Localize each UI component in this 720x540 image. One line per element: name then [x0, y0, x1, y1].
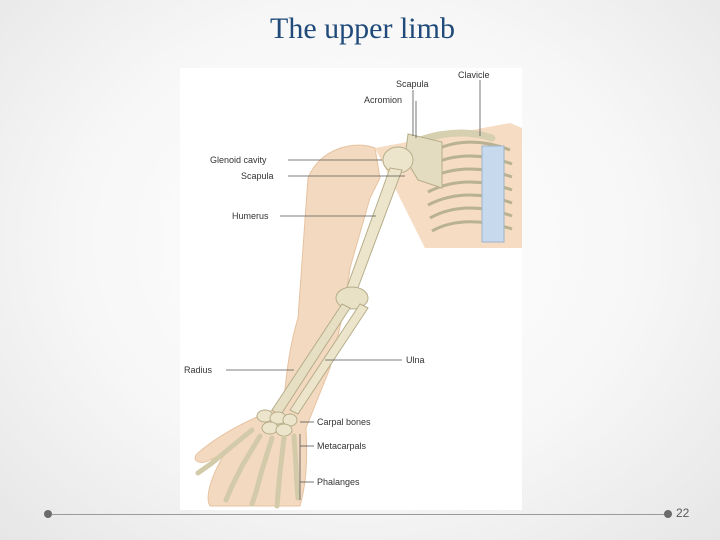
label-scapula-top: Scapula	[396, 79, 429, 89]
label-scapula: Scapula	[241, 171, 274, 181]
footer-rule	[52, 514, 666, 515]
finger-bones	[195, 427, 301, 509]
label-clavicle: Clavicle	[458, 70, 490, 80]
ulna-bone	[289, 303, 369, 415]
label-radius: Radius	[184, 365, 213, 375]
label-phalanges: Phalanges	[317, 477, 360, 487]
footer-right-dot	[664, 510, 672, 518]
sternum	[481, 145, 505, 243]
slide-title: The upper limb	[270, 12, 455, 45]
label-ulna: Ulna	[406, 355, 425, 365]
page-number: 22	[676, 506, 690, 520]
upper-limb-figure: Scapula Clavicle Acromion Glenoid cavity…	[180, 68, 522, 510]
label-metacarpals: Metacarpals	[317, 441, 367, 451]
upper-limb-illustration: Scapula Clavicle Acromion Glenoid cavity…	[184, 70, 522, 509]
footer-left-dot	[44, 510, 52, 518]
carpal-bones	[256, 409, 298, 437]
label-glenoid-cavity: Glenoid cavity	[210, 155, 267, 165]
label-carpal-bones: Carpal bones	[317, 417, 371, 427]
clavicle-bone	[416, 129, 496, 144]
label-acromion: Acromion	[364, 95, 402, 105]
label-humerus: Humerus	[232, 211, 269, 221]
leader-lines	[226, 80, 481, 500]
